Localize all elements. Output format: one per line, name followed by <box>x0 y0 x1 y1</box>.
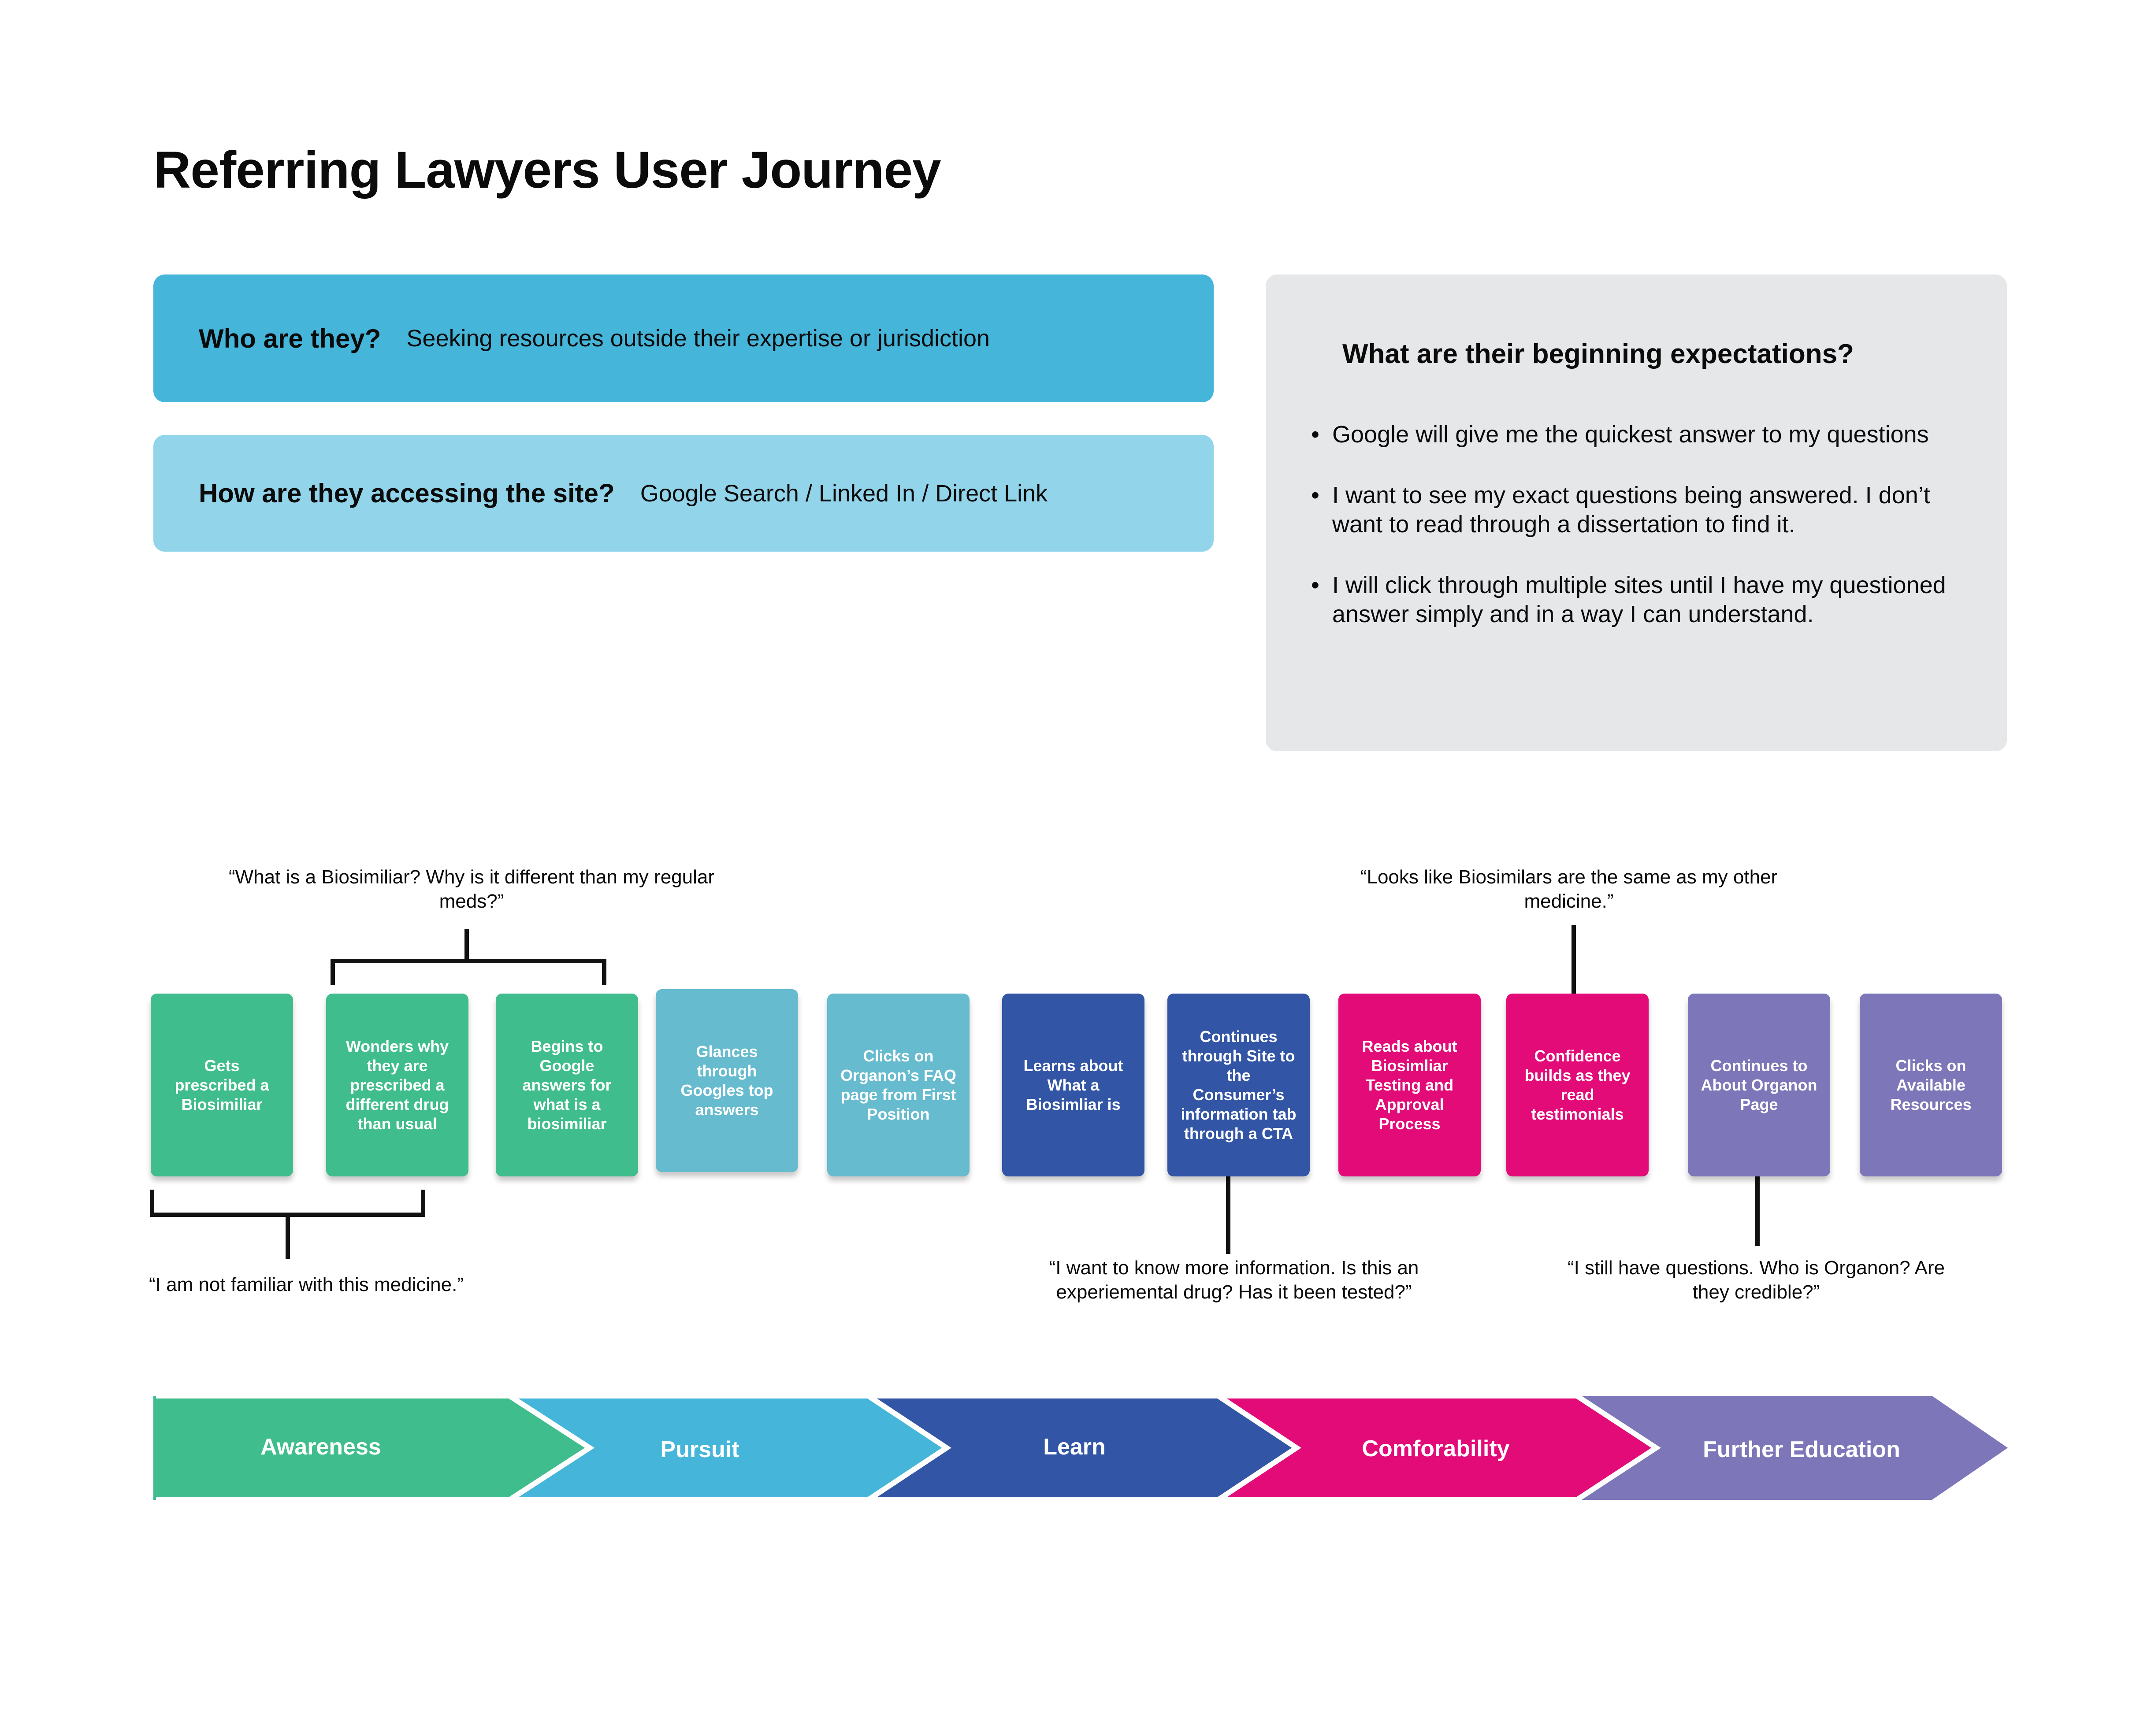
step-label: Continues to About Organon Page <box>1701 1056 1817 1113</box>
phase-chevrons <box>153 1396 2008 1500</box>
step-label: Confidence builds as they read testimoni… <box>1524 1046 1631 1123</box>
step-label: Glances through Googles top answers <box>680 1042 773 1119</box>
step-label: Reads about Biosimliar Testing and Appro… <box>1362 1037 1457 1133</box>
step-label: Clicks on Available Resources <box>1890 1056 1972 1113</box>
page-title: Referring Lawyers User Journey <box>153 141 941 199</box>
expectation-item: I want to see my exact questions being a… <box>1311 481 1959 539</box>
phase-label-learn: Learn <box>1043 1434 1106 1460</box>
expectations-list: Google will give me the quickest answer … <box>1311 420 1959 660</box>
who-answer: Seeking resources outside their expertis… <box>406 325 990 352</box>
step-label: Gets prescribed a Biosimiliar <box>175 1056 269 1113</box>
quote-more-information: “I want to know more information. Is thi… <box>1049 1257 1419 1303</box>
step-label: Begins to Google answers for what is a b… <box>522 1037 612 1133</box>
step-continues-through-site: Continues through Site to the Consumer’s… <box>1167 994 1310 1176</box>
step-label: Wonders why they are prescribed a differ… <box>346 1037 449 1133</box>
step-continues-to-about: Continues to About Organon Page <box>1688 994 1830 1176</box>
connector-line <box>464 929 469 962</box>
connector-line <box>286 1213 290 1259</box>
step-learns-about: Learns about What a Biosimliar is <box>1002 994 1144 1176</box>
step-gets-prescribed: Gets prescribed a Biosimiliar <box>151 994 293 1176</box>
how-accessing-card: How are they accessing the site? Google … <box>153 435 1214 552</box>
who-question: Who are they? <box>199 323 381 353</box>
quote-still-have-questions: “I still have questions. Who is Organon?… <box>1568 1257 1945 1303</box>
phase-label-awareness: Awareness <box>260 1434 381 1460</box>
step-label: Continues through Site to the Consumer’s… <box>1181 1027 1297 1142</box>
access-answer: Google Search / Linked In / Direct Link <box>640 480 1048 507</box>
connector-line <box>331 959 606 963</box>
access-question: How are they accessing the site? <box>199 479 615 508</box>
quote-same-as-medicine: “Looks like Biosimilars are the same as … <box>1360 866 1778 912</box>
step-label: Learns about What a Biosimliar is <box>1023 1056 1123 1113</box>
step-clicks-faq: Clicks on Organon’s FAQ page from First … <box>827 994 970 1176</box>
expectation-item: I will click through multiple sites unti… <box>1311 571 1959 629</box>
phase-label-further-education: Further Education <box>1703 1437 1900 1462</box>
connector-line <box>1572 925 1576 995</box>
step-begins-to-google: Begins to Google answers for what is a b… <box>496 994 638 1176</box>
connector-line <box>602 959 606 985</box>
step-confidence-builds: Confidence builds as they read testimoni… <box>1506 994 1649 1176</box>
step-glances-through: Glances through Googles top answers <box>656 989 798 1172</box>
step-reads-about-testing: Reads about Biosimliar Testing and Appro… <box>1338 994 1481 1176</box>
step-wonders-why: Wonders why they are prescribed a differ… <box>326 994 468 1176</box>
step-label: Clicks on Organon’s FAQ page from First … <box>840 1046 956 1123</box>
connector-line <box>331 959 335 985</box>
who-are-they-card: Who are they? Seeking resources outside … <box>153 274 1214 402</box>
phase-edge <box>153 1396 156 1500</box>
quote-what-is-biosimiliar: “What is a Biosimiliar? Why is it differ… <box>229 866 714 912</box>
expectations-title: What are their beginning expectations? <box>1342 339 1854 369</box>
connector-line <box>1226 1176 1230 1254</box>
phase-chevron-further <box>1572 1396 2008 1500</box>
phase-label-pursuit: Pursuit <box>660 1437 739 1462</box>
step-clicks-resources: Clicks on Available Resources <box>1860 994 2002 1176</box>
expectations-card: What are their beginning expectations? G… <box>1266 274 2007 751</box>
phase-chevron-awareness <box>153 1396 595 1500</box>
phase-label-comforability: Comforability <box>1362 1436 1510 1462</box>
expectation-item: Google will give me the quickest answer … <box>1311 420 1959 449</box>
quote-not-familiar: “I am not familiar with this medicine.” <box>149 1274 464 1295</box>
connector-line <box>1755 1176 1760 1246</box>
connector-line <box>150 1190 154 1217</box>
connector-line <box>421 1190 425 1217</box>
